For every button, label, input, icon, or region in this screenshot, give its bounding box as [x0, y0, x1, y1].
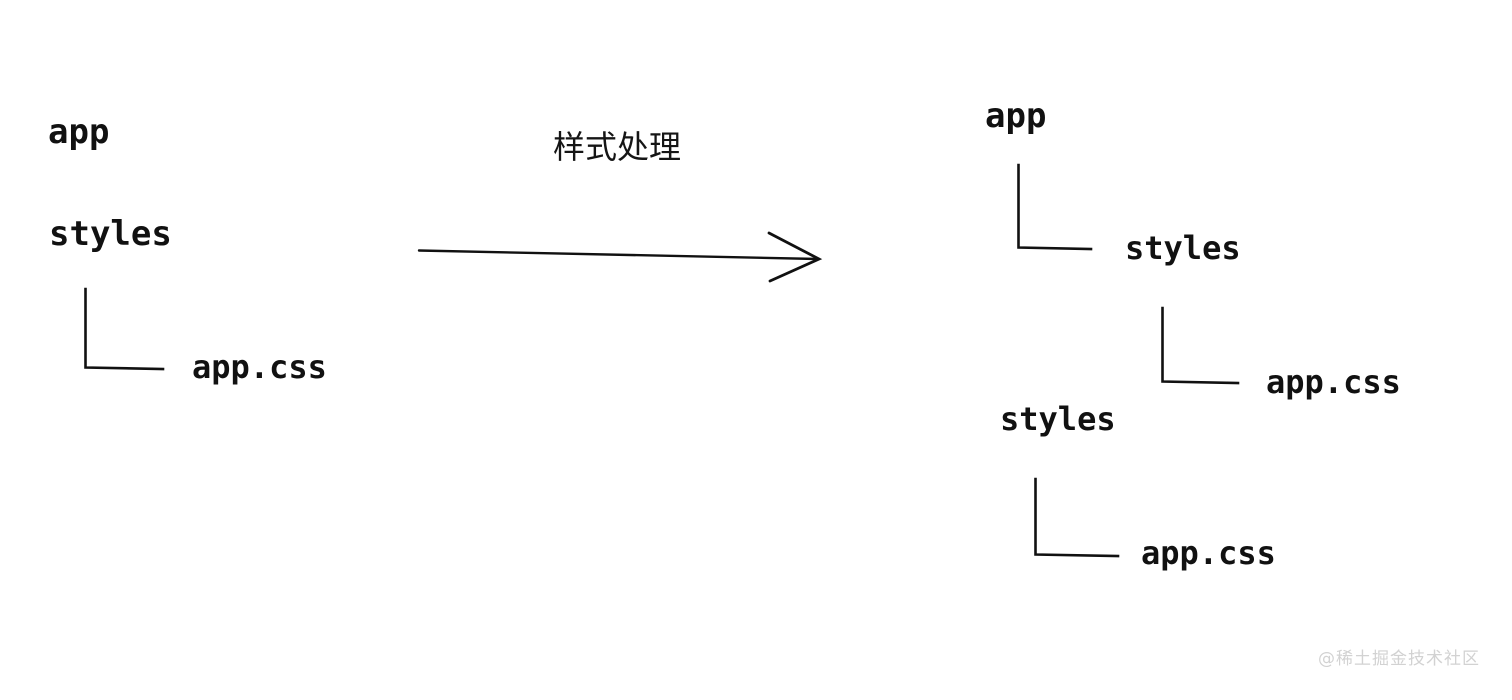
after-node-app-css-1: app.css [1266, 363, 1401, 401]
right-tree-connector-app-styles [1017, 163, 1093, 251]
after-node-app: app [985, 96, 1047, 136]
process-arrow-label: 样式处理 [553, 128, 682, 166]
right-tree-connector-styles-appcss-1 [1161, 306, 1240, 385]
before-node-app: app [48, 112, 110, 152]
after-node-app-css-2: app.css [1141, 534, 1276, 572]
before-node-app-css: app.css [192, 348, 327, 386]
after-node-styles-1: styles [1125, 229, 1241, 267]
process-arrow [417, 231, 823, 283]
watermark: @稀土掘金技术社区 [1318, 649, 1480, 669]
after-node-styles-2: styles [1000, 400, 1116, 438]
before-node-styles: styles [49, 214, 172, 254]
left-tree-connector [84, 287, 165, 371]
right-tree-connector-styles-appcss-2 [1034, 477, 1120, 558]
